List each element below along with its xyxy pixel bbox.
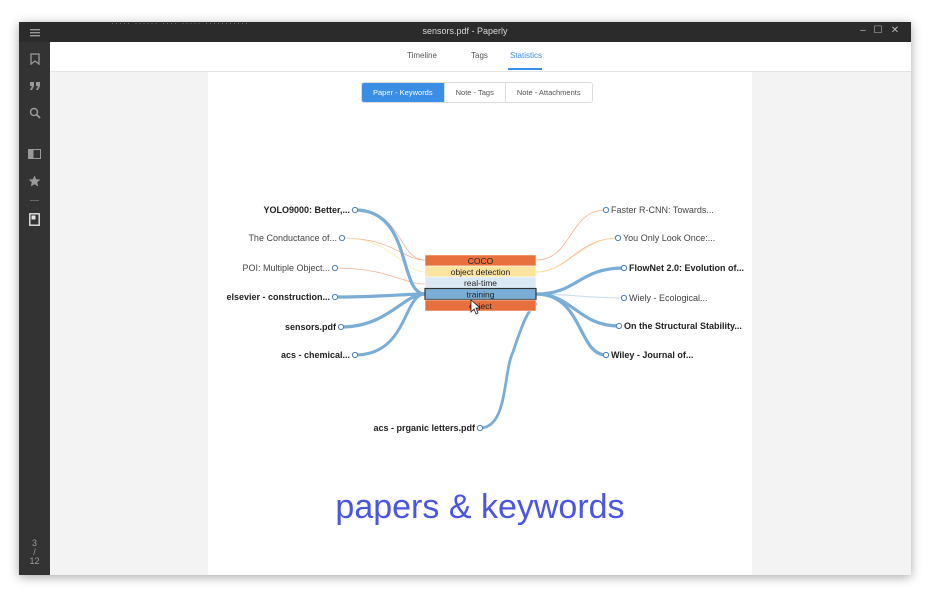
document-icon[interactable] (25, 210, 44, 229)
paper-node (351, 351, 359, 359)
keyword-object (424, 299, 537, 312)
paper-node (614, 234, 622, 242)
segment-note-tags[interactable]: Note - Tags (443, 83, 505, 102)
quote-icon[interactable] (25, 76, 44, 95)
page-current: 3 (31, 538, 37, 548)
keyword-object-label: object (469, 301, 492, 311)
paper-label: YOLO9000: Better,... (263, 205, 350, 215)
sidebar: 3 / 12 (19, 29, 50, 575)
view-switcher: Paper - Keywords Note - Tags Note - Atta… (361, 82, 593, 103)
keyword-object-detection-label: object detection (451, 267, 511, 277)
star-icon[interactable] (25, 171, 44, 190)
page-separator: / (33, 547, 36, 557)
tab-timeline[interactable]: Timeline (407, 51, 437, 60)
paper-label: sensors.pdf (285, 322, 337, 332)
paper-node (476, 424, 484, 432)
paper-label: POI: Multiple Object... (242, 263, 330, 273)
paper-node (331, 293, 339, 301)
paper-node (615, 322, 623, 330)
tab-statistics[interactable]: Statistics (510, 51, 543, 60)
keyword-stack: COCO object detection real-time training… (424, 254, 537, 312)
menu-icon[interactable] (25, 23, 44, 42)
page-total: 12 (29, 556, 40, 566)
paper-label: The Conductance of... (248, 233, 337, 243)
app-window: ····· ······ ···· ····· ··········· sens… (19, 22, 911, 575)
statistics-panel: Paper - Keywords Note - Tags Note - Atta… (208, 72, 752, 575)
faded-text: ····· ······ ···· ····· ··········· (111, 22, 249, 28)
paper-label: You Only Look Once:... (623, 233, 715, 243)
paper-node (331, 264, 339, 272)
keyword-real-time-label: real-time (464, 278, 497, 288)
paper-label: On the Structural Stability... (624, 321, 742, 331)
paper-node (338, 234, 346, 242)
window-title: sensors.pdf - Paperly (422, 26, 508, 36)
left-papers: YOLO9000: Better,... The Conductance of.… (226, 205, 484, 433)
paper-node (337, 323, 345, 331)
paper-label: acs - prganic letters.pdf (373, 423, 476, 433)
paper-node (620, 294, 628, 302)
bookmark-icon[interactable] (25, 49, 44, 68)
active-tab-indicator (508, 68, 542, 70)
paper-node (602, 206, 610, 214)
paper-label: Wiely - Ecological... (629, 293, 708, 303)
paper-node (351, 206, 359, 214)
keyword-graph: COCO object detection real-time training… (226, 205, 744, 433)
paper-label: Wiley - Journal of... (611, 350, 693, 360)
maximize-button[interactable]: ☐ (873, 25, 883, 36)
title-bar[interactable]: ····· ······ ···· ····· ··········· sens… (19, 22, 911, 42)
segment-paper-keywords[interactable]: Paper - Keywords (362, 83, 444, 102)
search-icon[interactable] (25, 103, 44, 122)
right-papers: Faster R-CNN: Towards... You Only Look O… (602, 205, 744, 360)
caption-text: papers & keywords (335, 488, 625, 526)
minimize-button[interactable]: – (860, 25, 866, 36)
keyword-training-label: training (467, 290, 495, 300)
paper-label: FlowNet 2.0: Evolution of... (629, 263, 744, 273)
sidebar-divider (30, 200, 39, 201)
library-icon[interactable] (25, 144, 44, 163)
paper-label: elsevier - construction... (226, 292, 330, 302)
paper-node (602, 351, 610, 359)
paper-label: acs - chemical... (281, 350, 350, 360)
tab-bar: Timeline Tags Statistics (50, 42, 911, 72)
paper-label: Faster R-CNN: Towards... (611, 205, 714, 215)
close-button[interactable]: ✕ (890, 25, 900, 36)
keyword-training (424, 287, 537, 301)
keyword-coco-label: COCO (468, 256, 494, 266)
tab-tags[interactable]: Tags (471, 51, 488, 60)
paper-node (620, 264, 628, 272)
mouse-cursor (470, 299, 482, 315)
segment-note-attachments[interactable]: Note - Attachments (504, 83, 592, 102)
